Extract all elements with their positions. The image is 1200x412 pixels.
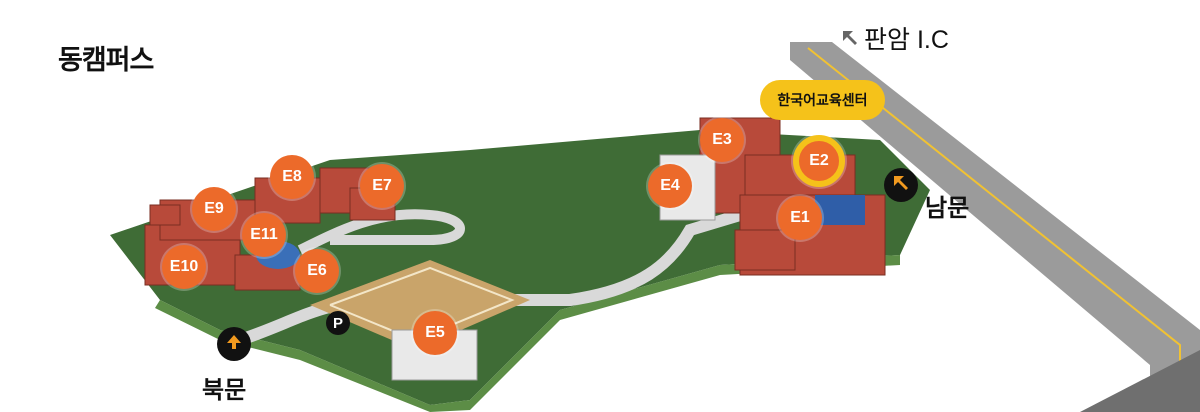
- building-marker-e1[interactable]: E1: [778, 196, 822, 240]
- building-marker-e6[interactable]: E6: [295, 249, 339, 293]
- sports-field: [310, 260, 530, 350]
- arrow-up-left-icon: [892, 174, 910, 197]
- building-marker-e7[interactable]: E7: [360, 164, 404, 208]
- parking-marker[interactable]: P: [326, 311, 350, 335]
- highway-lower: [1080, 350, 1200, 412]
- arrow-up-icon: [225, 333, 243, 356]
- north-gate-marker[interactable]: [217, 327, 251, 361]
- building-marker-e11[interactable]: E11: [242, 213, 286, 257]
- building-marker-e9[interactable]: E9: [192, 187, 236, 231]
- building-marker-e5[interactable]: E5: [413, 311, 457, 355]
- e1-glass: [815, 195, 865, 225]
- north-gate-label: 북문: [202, 377, 247, 404]
- building-marker-e3[interactable]: E3: [700, 118, 744, 162]
- building-marker-e10[interactable]: E10: [162, 245, 206, 289]
- road-sign-panam-ic: 판암 I.C: [840, 20, 949, 56]
- page-title: 동캠퍼스: [58, 45, 154, 75]
- campus-edge: [155, 255, 900, 412]
- road-sign-label: 판암 I.C: [864, 26, 949, 54]
- language-center-callout[interactable]: 한국어교육센터: [760, 80, 885, 120]
- south-gate-marker[interactable]: [884, 168, 918, 202]
- highway: [790, 42, 1200, 412]
- south-gate-label: 남문: [925, 195, 970, 222]
- building-marker-e8[interactable]: E8: [270, 155, 314, 199]
- building-marker-e2[interactable]: E2: [793, 135, 845, 187]
- field-lines: [329, 266, 515, 342]
- arrow-up-left-icon: [840, 26, 860, 55]
- building-marker-e4[interactable]: E4: [648, 164, 692, 208]
- campus-road-2: [297, 209, 465, 255]
